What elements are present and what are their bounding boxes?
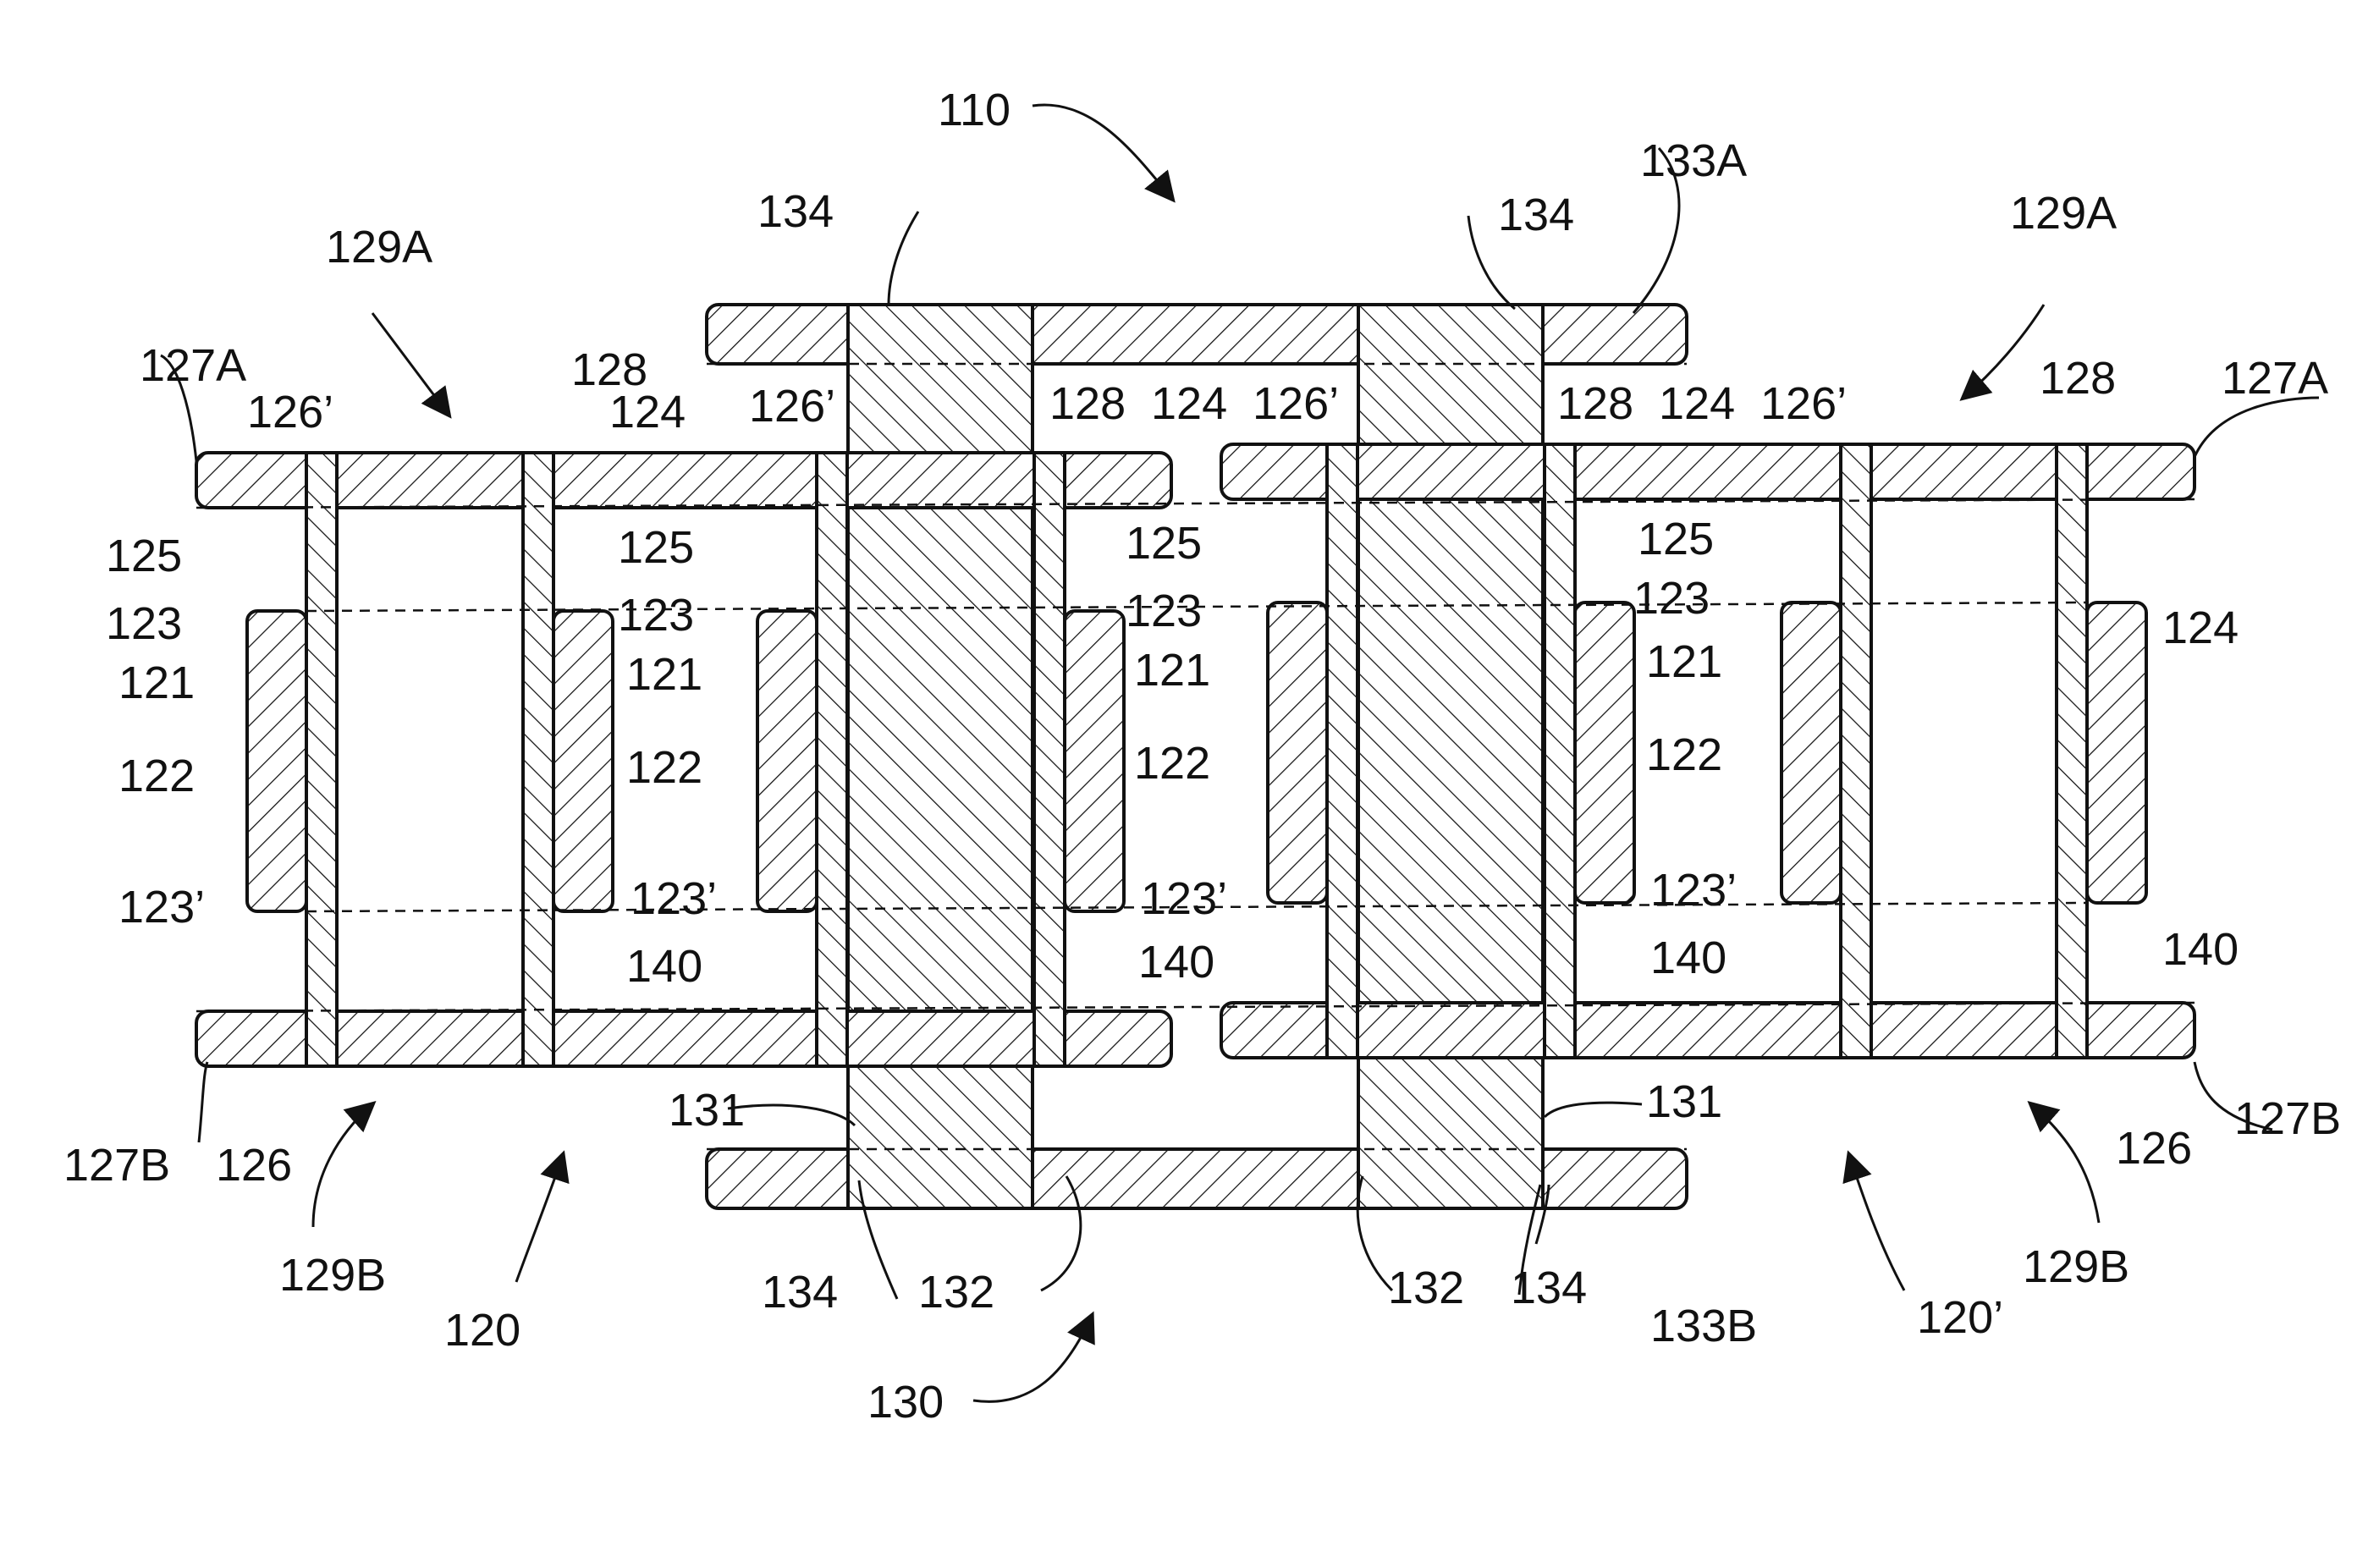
label-126-prime: 126’ (749, 381, 835, 432)
label-126: 126 (2116, 1123, 2192, 1174)
bushing-124 (1327, 444, 1357, 1058)
bushing-124 (1034, 453, 1065, 1066)
inner-plate-bottom-127B (1221, 1003, 2195, 1058)
inner-plate-bottom-127B (196, 1011, 1171, 1066)
label-121: 121 (1134, 645, 1210, 696)
label-127B: 127B (2234, 1093, 2341, 1144)
label-131: 131 (1646, 1076, 1722, 1127)
label-134: 134 (1511, 1263, 1587, 1313)
label-126: 126 (216, 1140, 292, 1191)
label-125: 125 (618, 522, 694, 573)
label-123: 123 (618, 590, 694, 641)
label-126-prime: 126’ (1760, 378, 1847, 429)
label-121: 121 (118, 657, 195, 708)
label-130: 130 (867, 1377, 944, 1428)
label-122: 122 (626, 742, 702, 793)
label-134: 134 (1498, 190, 1574, 240)
label-131: 131 (669, 1085, 745, 1136)
label-129A: 129A (326, 222, 432, 272)
inner-plate-top-127A (196, 453, 1171, 508)
label-126-prime: 126’ (1253, 378, 1339, 429)
label-121: 121 (1646, 636, 1722, 687)
roller-122 (757, 611, 817, 911)
bushing-124 (1841, 444, 1871, 1058)
label-140: 140 (1650, 933, 1726, 983)
label-122: 122 (1646, 729, 1722, 780)
pin-left-131 (848, 305, 1033, 1208)
label-123: 123 (1633, 573, 1710, 624)
label-120-prime: 120’ (1917, 1292, 2003, 1343)
label-133A: 133A (1640, 135, 1747, 186)
label-134: 134 (757, 186, 834, 237)
label-123: 123 (106, 598, 182, 649)
roller-122 (553, 611, 613, 911)
roller-122 (1065, 611, 1124, 911)
label-128: 128 (2040, 353, 2116, 404)
label-123-prime: 123’ (1650, 865, 1737, 916)
label-120: 120 (444, 1305, 520, 1356)
label-122: 122 (1134, 738, 1210, 789)
label-129B: 129B (2023, 1241, 2129, 1292)
label-121: 121 (626, 649, 702, 700)
label-129B: 129B (279, 1250, 386, 1301)
bushing-124 (523, 453, 553, 1066)
label-125: 125 (1638, 514, 1714, 564)
label-127B: 127B (63, 1140, 170, 1191)
label-124: 124 (2162, 602, 2239, 653)
pin-right-131 (1358, 305, 1543, 1208)
label-140: 140 (2162, 924, 2239, 975)
label-124: 124 (1659, 378, 1735, 429)
label-110: 110 (938, 85, 1011, 135)
inner-plate-top-127A (1221, 444, 2195, 499)
bushing-124 (1545, 444, 1575, 1058)
label-126-prime: 126’ (247, 387, 333, 437)
roller-122 (1268, 602, 1327, 903)
roller-122 (1575, 602, 1634, 903)
label-128: 128 (1049, 378, 1126, 429)
bushing-124 (817, 453, 847, 1066)
label-133B: 133B (1650, 1301, 1757, 1351)
label-140: 140 (1138, 937, 1214, 988)
label-128: 128 (1557, 378, 1633, 429)
label-134: 134 (762, 1267, 838, 1318)
label-127A: 127A (2222, 353, 2328, 404)
roller-122 (2087, 602, 2146, 903)
label-123-prime: 123’ (1141, 873, 1227, 924)
label-132: 132 (918, 1267, 994, 1318)
label-132: 132 (1388, 1263, 1464, 1313)
label-123-prime: 123’ (631, 873, 717, 924)
label-122: 122 (118, 751, 195, 801)
bushing-124 (306, 453, 337, 1066)
label-123: 123 (1126, 586, 1202, 636)
label-129A: 129A (2010, 188, 2117, 239)
label-125: 125 (106, 531, 182, 581)
roller-122 (247, 611, 306, 911)
label-123-prime: 123’ (118, 882, 205, 933)
roller-122 (1781, 602, 1841, 903)
label-127A: 127A (140, 340, 246, 391)
label-124: 124 (609, 387, 686, 437)
label-124: 124 (1151, 378, 1227, 429)
reference-labels: 110 133A 134 134 129A 129A 127A 127A 126… (63, 85, 2341, 1428)
bushing-124 (2057, 444, 2087, 1058)
label-125: 125 (1126, 518, 1202, 569)
label-140: 140 (626, 941, 702, 992)
